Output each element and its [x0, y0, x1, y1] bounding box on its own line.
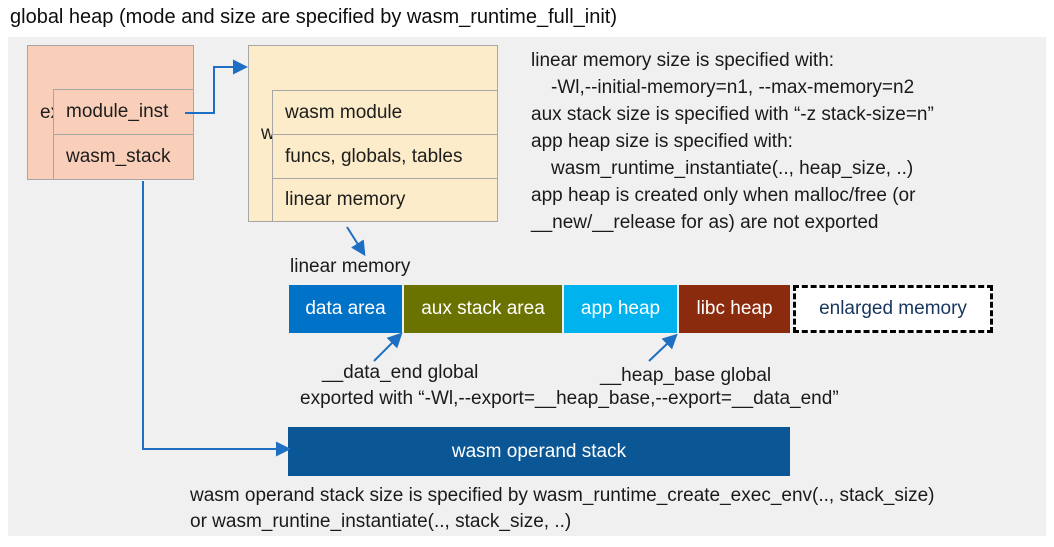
segment-libc-heap: libc heap: [679, 285, 790, 333]
footer-line: or wasm_runtine_instantiate(.., stack_si…: [190, 511, 572, 532]
funcs-globals-tables-label: funcs, globals, tables: [285, 145, 463, 167]
exec-env-row-wasm-stack: wasm_stack: [53, 134, 194, 180]
segment-aux-stack-area: aux stack area: [404, 285, 562, 333]
segment-enlarged-memory: enlarged memory: [793, 285, 993, 333]
notes-right: linear memory size is specified with: -W…: [531, 47, 934, 236]
data-end-global-label: __data_end global: [322, 362, 479, 383]
linear-memory-row-label: linear memory: [285, 189, 406, 210]
heap-base-global-label: __heap_base global: [600, 365, 772, 386]
linear-memory-bar: data area aux stack area app heap libc h…: [289, 285, 993, 333]
linear-memory-caption: linear memory: [290, 256, 411, 277]
page-title: global heap (mode and size are specified…: [10, 6, 617, 28]
exec-env-row-module-inst: module_inst: [53, 89, 194, 135]
wasm-stack-label: wasm_stack: [66, 146, 171, 167]
footer-line: wasm operand stack size is specified by …: [190, 485, 935, 506]
wasm-operand-stack-label: wasm operand stack: [451, 440, 627, 462]
note-line: app heap is created only when malloc/fre…: [531, 185, 916, 206]
wasm-module-label: wasm module: [285, 101, 403, 123]
segment-data-area: data area: [289, 285, 402, 333]
wasm-operand-stack-bar: wasm operand stack: [288, 427, 790, 476]
note-line: __new/__release for as) are not exported: [531, 212, 879, 233]
note-line: linear memory size is specified with:: [531, 50, 835, 71]
exported-with-line: exported with “-Wl,--export=__heap_base,…: [300, 388, 839, 409]
segment-app-heap: app heap: [564, 285, 677, 333]
footer-notes: wasm operand stack size is specified by …: [190, 483, 935, 535]
module-instance-row-funcs-globals-tables: funcs, globals, tables: [272, 134, 498, 179]
note-line: wasm_runtime_instantiate(.., heap_size, …: [551, 158, 914, 179]
note-line: -Wl,--initial-memory=n1, --max-memory=n2: [551, 77, 915, 98]
module-inst-label: module_inst: [66, 101, 169, 122]
module-instance-row-linear-memory: linear memory: [272, 178, 498, 222]
module-instance-row-wasm-module: wasm module: [272, 90, 498, 135]
note-line: aux stack size is specified with “-z sta…: [531, 104, 934, 125]
note-line: app heap size is specified with:: [531, 131, 793, 152]
